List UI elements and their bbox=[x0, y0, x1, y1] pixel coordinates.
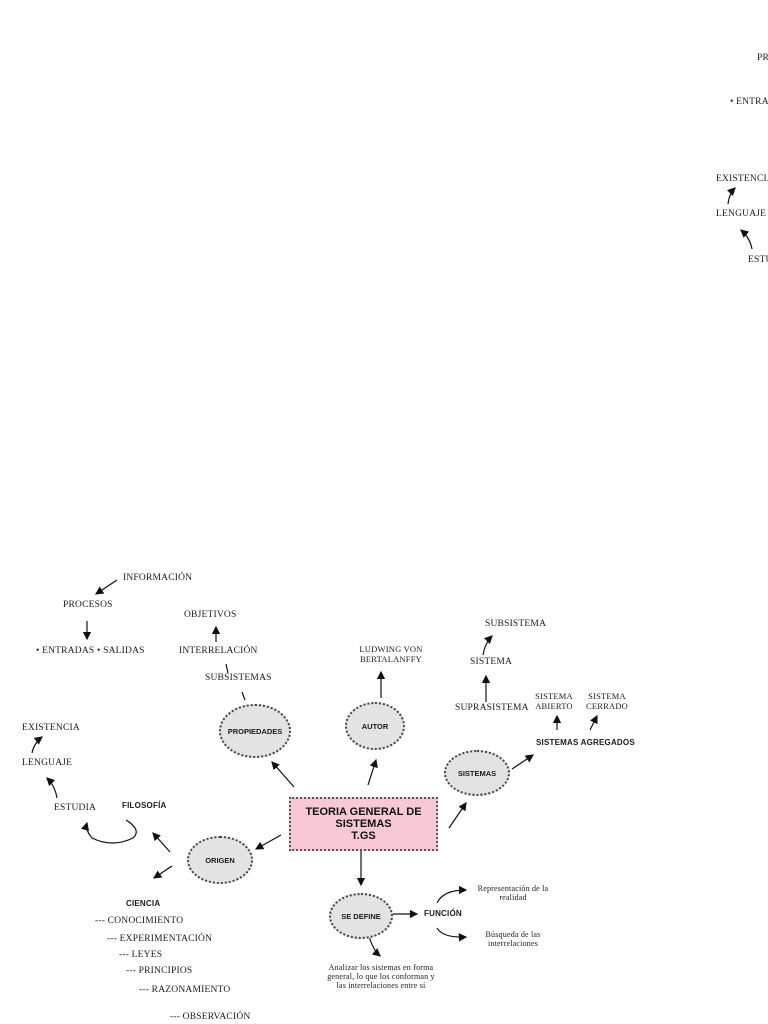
arrow bbox=[740, 229, 753, 250]
list-item: --- CONOCIMIENTO bbox=[95, 916, 184, 926]
arrow bbox=[482, 635, 493, 656]
node-origen: ORIGEN bbox=[187, 836, 253, 884]
node-autor-label: AUTOR bbox=[361, 721, 389, 731]
node-propiedades-label: PROPIEDADES bbox=[227, 726, 283, 736]
list-item: --- PRINCIPIOS bbox=[126, 966, 193, 976]
label-definition-text: Analizar los sistemas en forma general, … bbox=[327, 963, 435, 991]
label-filosofia: FILOSOFÍA bbox=[122, 801, 167, 810]
fragment-estudia-label: ESTU bbox=[748, 255, 768, 265]
arrow bbox=[436, 927, 468, 942]
node-se-define: SE DEFINE bbox=[329, 893, 393, 939]
label-sistema: SISTEMA bbox=[470, 657, 513, 667]
arrow bbox=[152, 832, 171, 853]
list-item: --- RAZONAMIENTO bbox=[139, 985, 231, 995]
label-interrelacion: INTERRELACIÓN bbox=[179, 646, 258, 656]
arrow bbox=[271, 761, 295, 788]
label-informacion: INFORMACIÓN bbox=[123, 573, 193, 583]
label-suprasistema: SUPRASISTEMA bbox=[455, 703, 529, 713]
label-sistema-cerrado: SISTEMA CERRADO bbox=[585, 691, 629, 711]
arrow bbox=[31, 736, 43, 754]
label-busqueda: Búsqueda de las interrelaciones bbox=[485, 930, 541, 949]
arrow bbox=[436, 885, 468, 904]
arrow bbox=[254, 834, 282, 850]
connector bbox=[80, 819, 137, 844]
label-ciencia: CIENCIA bbox=[126, 899, 161, 908]
arrow bbox=[589, 714, 598, 731]
arrow bbox=[726, 187, 736, 205]
label-existencia: EXISTENCIA bbox=[22, 723, 80, 733]
label-representacion: Representación de la realidad bbox=[477, 884, 549, 903]
central-node: TEORIA GENERAL DE SISTEMAS T.GS bbox=[289, 797, 438, 851]
node-se-define-label: SE DEFINE bbox=[341, 911, 381, 921]
node-autor: AUTOR bbox=[345, 702, 405, 750]
arrow bbox=[448, 802, 467, 829]
node-origen-label: ORIGEN bbox=[205, 855, 235, 865]
list-item: --- EXPERIMENTACIÓN bbox=[107, 934, 213, 944]
fragment-lenguaje-label: LENGUAJE bbox=[716, 209, 767, 219]
label-author-name: LUDWING VON BERTALANFFY bbox=[359, 644, 423, 664]
arrow bbox=[368, 935, 381, 957]
node-sistemas: SISTEMAS bbox=[444, 750, 510, 796]
arrow bbox=[367, 758, 378, 786]
label-entradas: • ENTRADAS bbox=[36, 646, 95, 656]
list-item: --- LEYES bbox=[119, 950, 163, 960]
fragment-procesos-label: PR bbox=[757, 53, 768, 63]
list-item: --- OBSERVACIÓN bbox=[170, 1012, 251, 1022]
central-title-line1: TEORIA GENERAL DE bbox=[305, 805, 422, 818]
fragment-entradas-label: • ENTRA bbox=[730, 97, 768, 107]
label-estudia: ESTUDIA bbox=[54, 803, 97, 813]
label-procesos: PROCESOS bbox=[63, 600, 113, 610]
central-title-line2: SISTEMAS bbox=[335, 817, 392, 830]
label-sistema-abierto: SISTEMA ABIERTO bbox=[535, 691, 573, 711]
label-salidas: • SALIDAS bbox=[97, 646, 145, 656]
label-subsistemas: SUBSISTEMAS bbox=[205, 673, 272, 683]
arrow bbox=[511, 754, 534, 770]
label-lenguaje: LENGUAJE bbox=[22, 758, 73, 768]
arrow bbox=[153, 865, 173, 879]
node-sistemas-label: SISTEMAS bbox=[457, 768, 497, 778]
arrow bbox=[46, 777, 58, 799]
central-title-line3: T.GS bbox=[351, 830, 376, 843]
connector bbox=[225, 663, 229, 674]
label-objetivos: OBJETIVOS bbox=[184, 610, 237, 620]
fragment-existencia-label: EXISTENCIA bbox=[716, 174, 768, 184]
arrow bbox=[95, 579, 118, 595]
label-funcion: FUNCIÓN bbox=[424, 909, 462, 918]
node-propiedades: PROPIEDADES bbox=[219, 704, 291, 758]
connector bbox=[241, 691, 246, 701]
label-subsistema: SUBSISTEMA bbox=[485, 619, 547, 629]
label-sistemas-agregados: SISTEMAS AGREGADOS bbox=[536, 738, 635, 747]
